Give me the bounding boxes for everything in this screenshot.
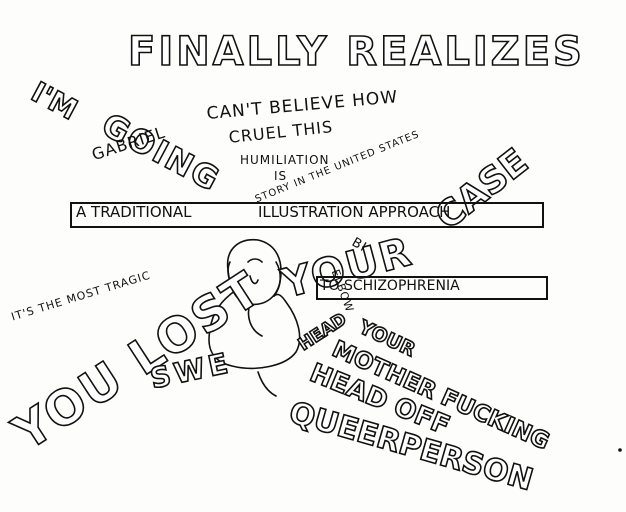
- to-schizophrenia-text: TO SCHIZOPHRENIA: [320, 278, 460, 294]
- traditional-text: A TRADITIONAL: [76, 203, 192, 221]
- humiliation-text: HUMILIATION: [240, 153, 330, 167]
- traditional-banner-box: [70, 202, 544, 228]
- illustration-approach-text: ILLUSTRATION APPROACH: [258, 203, 451, 221]
- is-text: IS: [274, 169, 288, 183]
- schizophrenia-banner-box: [316, 276, 548, 300]
- finally-realizes-text: FINALLY REALIZES: [127, 29, 585, 75]
